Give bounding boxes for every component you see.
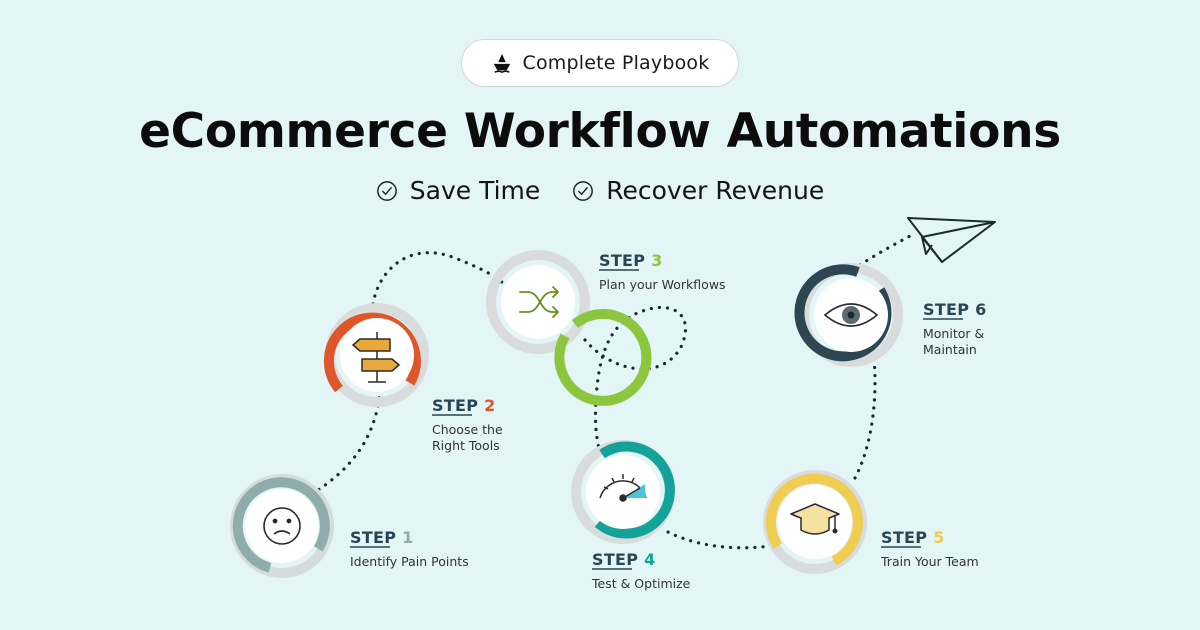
svg-text:STEP 1: STEP 1 <box>350 528 414 547</box>
step-word: STEP <box>881 528 927 547</box>
step-4-label: STEP 4 Test & Optimize <box>591 550 691 591</box>
step-number: 5 <box>933 528 944 547</box>
svg-text:STEP 2: STEP 2 <box>432 396 496 415</box>
step-1-desc-line-1: Identify Pain Points <box>350 554 469 569</box>
page-title: eCommerce Workflow Automations <box>139 104 1061 159</box>
svg-text:STEP 5: STEP 5 <box>881 528 945 547</box>
step-4-desc-line-1: Test & Optimize <box>591 576 691 591</box>
step-1-label: STEP 1 Identify Pain Points <box>350 528 469 569</box>
benefit-recover-revenue: Recover Revenue <box>572 176 824 205</box>
step-4-node <box>571 440 675 544</box>
benefits-row: Save Time Recover Revenue <box>0 176 1200 205</box>
step-number: 3 <box>651 251 662 270</box>
step-3-label: STEP 3 Plan your Workflows <box>599 251 726 292</box>
step-number: 4 <box>644 550 655 569</box>
signpost-icon <box>352 332 400 383</box>
step-word: STEP <box>432 396 478 415</box>
step-1-node <box>230 474 334 578</box>
svg-text:STEP 3: STEP 3 <box>599 251 663 270</box>
graduation-cap-icon <box>790 503 840 535</box>
paper-plane-icon <box>907 217 996 263</box>
step-6-node <box>794 263 903 367</box>
benefit-label: Recover Revenue <box>606 176 825 205</box>
step-word: STEP <box>923 300 969 319</box>
step-6-desc-line-2: Maintain <box>923 342 977 357</box>
check-circle-icon <box>573 180 594 201</box>
step-2-label: STEP 2 Choose the Right Tools <box>432 396 503 453</box>
shuffle-icon <box>519 286 559 318</box>
svg-text:STEP 6: STEP 6 <box>923 300 987 319</box>
step-number: 2 <box>484 396 495 415</box>
step-2-node <box>323 303 429 407</box>
gauge-icon <box>599 474 647 502</box>
step-word: STEP <box>350 528 396 547</box>
step-word: STEP <box>592 550 638 569</box>
step-2-desc-line-2: Right Tools <box>432 438 500 453</box>
svg-text:STEP 4: STEP 4 <box>592 550 656 569</box>
playbook-badge: Complete Playbook <box>461 39 739 87</box>
ship-icon <box>493 53 510 73</box>
benefit-label: Save Time <box>409 176 541 205</box>
step-2-desc-line-1: Choose the <box>432 422 503 437</box>
step-3-desc-line-1: Plan your Workflows <box>599 277 726 292</box>
step-6-label: STEP 6 Monitor & Maintain <box>923 300 987 357</box>
sad-face-icon <box>263 507 301 545</box>
step-5-node <box>763 470 867 574</box>
check-circle-icon <box>376 180 397 201</box>
badge-label: Complete Playbook <box>522 52 710 74</box>
benefit-save-time: Save Time <box>376 176 541 205</box>
step-6-desc-line-1: Monitor & <box>923 326 984 341</box>
step-5-label: STEP 5 Train Your Team <box>880 528 979 569</box>
step-number: 6 <box>975 300 986 319</box>
eye-icon <box>823 303 879 327</box>
step-5-desc-line-1: Train Your Team <box>880 554 979 569</box>
step-word: STEP <box>599 251 645 270</box>
step-3-node <box>486 250 652 406</box>
step-number: 1 <box>402 528 413 547</box>
